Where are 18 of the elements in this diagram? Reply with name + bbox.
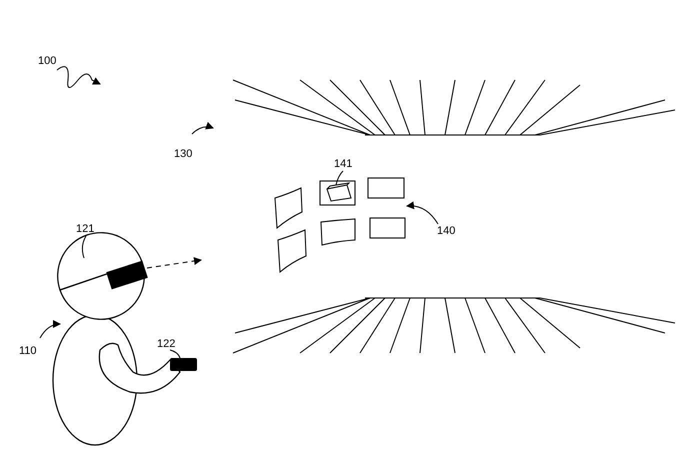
leader-line [82, 236, 86, 258]
callout-number: 100 [38, 55, 56, 67]
arrow [40, 320, 61, 338]
leader-line [336, 170, 344, 186]
callout-number: 130 [174, 148, 192, 160]
arrow [192, 122, 214, 134]
handheld-controller [170, 358, 197, 371]
callout-number: 121 [76, 223, 94, 235]
panel-tiles [274, 178, 406, 272]
person-body [52, 314, 181, 446]
callout-number: 141 [334, 158, 352, 170]
selected-tile [320, 180, 356, 206]
callout-number: 110 [19, 345, 37, 357]
callout-number: 122 [157, 338, 176, 350]
callout-number: 140 [437, 225, 456, 237]
arrow [406, 202, 438, 224]
leader-line [170, 350, 180, 358]
gaze-arrow [146, 257, 202, 268]
